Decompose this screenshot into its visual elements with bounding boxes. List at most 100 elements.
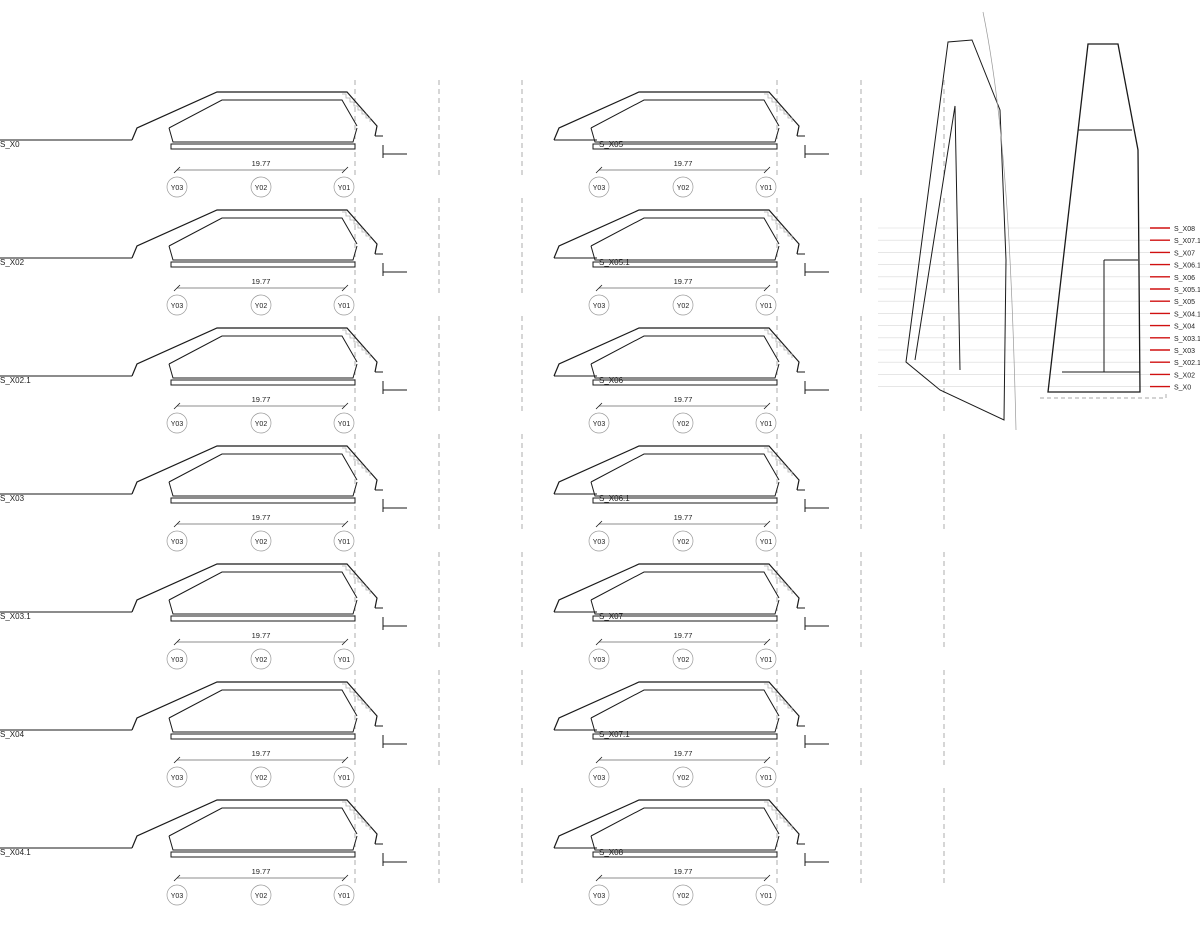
- floor-slab: [168, 481, 358, 497]
- roof-shell: [131, 91, 378, 141]
- key-plan: S_X08S_X07.1S_X07S_X06.1S_X06S_X05.1S_X0…: [878, 11, 1200, 431]
- roof-inner: [590, 335, 780, 365]
- axis-bubble: [588, 530, 610, 552]
- axis-bubble: [755, 884, 777, 906]
- roof-inner: [590, 807, 780, 837]
- section-label: S_X02: [0, 258, 25, 267]
- axis-bubble-label: Y03: [593, 775, 606, 782]
- roof-inner: [168, 807, 358, 837]
- axis-bubble-label: Y03: [593, 185, 606, 192]
- axis-bubble-label: Y02: [677, 185, 690, 192]
- plan-outline-left: [905, 39, 1007, 421]
- axis-bubble-label: Y02: [255, 539, 268, 546]
- axis-bubble-label: Y01: [338, 775, 351, 782]
- roof-shell: [553, 209, 800, 259]
- axis-bubble: [755, 294, 777, 316]
- floor-slab: [168, 599, 358, 615]
- dimension-tick: [341, 402, 349, 410]
- axis-bubble-label: Y02: [255, 775, 268, 782]
- floor-slab: [590, 127, 780, 143]
- axis-bubble-label: Y03: [593, 657, 606, 664]
- axis-bubble: [333, 530, 355, 552]
- dimension-tick: [763, 638, 771, 646]
- dimension-tick: [595, 638, 603, 646]
- roof-inner: [168, 335, 358, 365]
- axis-bubble: [333, 884, 355, 906]
- roof-inner: [590, 571, 780, 601]
- right-ground: [375, 607, 407, 630]
- section-label: S_X0: [0, 140, 20, 149]
- key-plan-legend-label: S_X07.1: [1174, 238, 1200, 245]
- roof-shell: [553, 445, 800, 495]
- floor-slab: [590, 245, 780, 261]
- key-plan-legend-label: S_X06.1: [1174, 263, 1200, 270]
- axis-bubble: [333, 412, 355, 434]
- axis-bubble-label: Y03: [171, 185, 184, 192]
- right-ground: [375, 725, 407, 748]
- dimension-tick: [173, 402, 181, 410]
- right-ground: [375, 135, 407, 158]
- axis-bubble: [250, 884, 272, 906]
- axis-bubble-label: Y02: [255, 303, 268, 310]
- dimension-tick: [595, 520, 603, 528]
- roof-shell: [553, 563, 800, 613]
- foundation: [592, 143, 778, 150]
- stepped-seating: [342, 447, 371, 476]
- right-ground: [375, 371, 407, 394]
- dimension-label: 19.77: [674, 277, 693, 286]
- dimension-label: 19.77: [252, 749, 271, 758]
- key-plan-legend-label: S_X04: [1174, 324, 1195, 331]
- axis-bubble: [166, 412, 188, 434]
- dimension-label: 19.77: [674, 513, 693, 522]
- axis-bubble: [588, 884, 610, 906]
- roof-inner: [168, 99, 358, 129]
- dimension-label: 19.77: [674, 395, 693, 404]
- axis-bubble-label: Y02: [677, 539, 690, 546]
- axis-bubble: [588, 648, 610, 670]
- dimension-tick: [173, 166, 181, 174]
- roof-shell: [553, 327, 800, 377]
- axis-bubble-label: Y03: [593, 303, 606, 310]
- site-edge: [982, 11, 1017, 431]
- dimension-label: 19.77: [252, 395, 271, 404]
- roof-shell: [553, 799, 800, 849]
- stepped-seating: [764, 683, 793, 712]
- axis-bubble: [166, 530, 188, 552]
- right-ground: [797, 725, 829, 748]
- axis-bubble: [672, 884, 694, 906]
- dimension-tick: [341, 520, 349, 528]
- axis-bubble-label: Y01: [760, 421, 773, 428]
- axis-bubble-label: Y02: [255, 185, 268, 192]
- axis-bubble-label: Y02: [255, 657, 268, 664]
- roof-shell: [131, 563, 378, 613]
- axis-bubble: [166, 176, 188, 198]
- axis-bubble-label: Y01: [338, 893, 351, 900]
- stepped-seating: [764, 93, 793, 122]
- axis-bubble-label: Y02: [677, 421, 690, 428]
- axis-bubble-label: Y01: [760, 303, 773, 310]
- dimension-tick: [341, 638, 349, 646]
- axis-bubble: [333, 766, 355, 788]
- stepped-seating: [342, 329, 371, 358]
- key-plan-legend-label: S_X05.1: [1174, 287, 1200, 294]
- section-label: S_X03: [0, 494, 25, 503]
- key-plan-legend-label: S_X05: [1174, 299, 1195, 306]
- stepped-seating: [342, 565, 371, 594]
- axis-bubble-label: Y01: [338, 185, 351, 192]
- roof-shell: [131, 327, 378, 377]
- foundation: [170, 733, 356, 740]
- floor-slab: [168, 363, 358, 379]
- roof-shell: [131, 681, 378, 731]
- dimension-tick: [341, 284, 349, 292]
- dimension-tick: [763, 166, 771, 174]
- axis-bubble-label: Y03: [593, 893, 606, 900]
- axis-bubble-label: Y01: [338, 421, 351, 428]
- axis-bubble-label: Y02: [677, 775, 690, 782]
- axis-bubble: [333, 176, 355, 198]
